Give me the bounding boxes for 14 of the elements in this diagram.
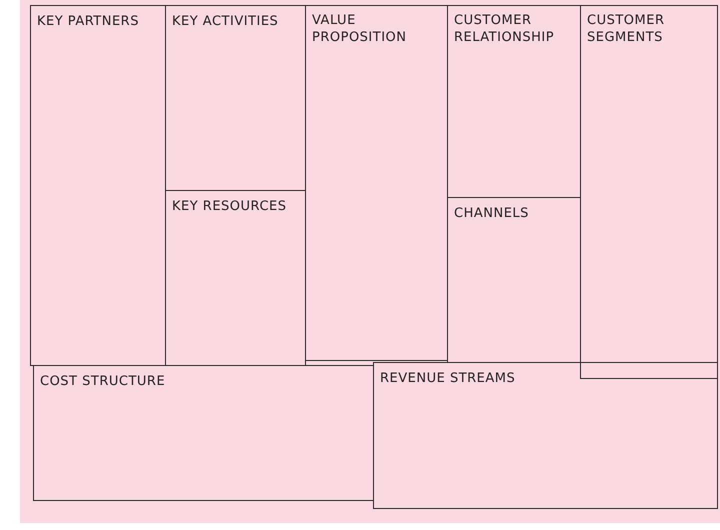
cell-heading: CHANNELS — [454, 205, 529, 222]
canvas-cell — [30, 5, 166, 366]
cell-heading: VALUE PROPOSITION — [312, 12, 408, 46]
cell-heading: KEY ACTIVITIES — [172, 13, 278, 30]
cell-heading: KEY RESOURCES — [172, 198, 286, 215]
canvas-cell — [373, 362, 718, 509]
canvas-cell — [33, 365, 374, 501]
cell-heading: CUSTOMER SEGMENTS — [587, 12, 666, 46]
cell-heading: CUSTOMER RELATIONSHIP — [454, 12, 556, 46]
canvas-cell — [580, 5, 718, 379]
canvas-cell — [305, 5, 448, 361]
cell-heading: KEY PARTNERS — [37, 13, 139, 30]
cell-heading: COST STRUCTURE — [40, 373, 166, 390]
cell-heading: REVENUE STREAMS — [380, 370, 516, 387]
